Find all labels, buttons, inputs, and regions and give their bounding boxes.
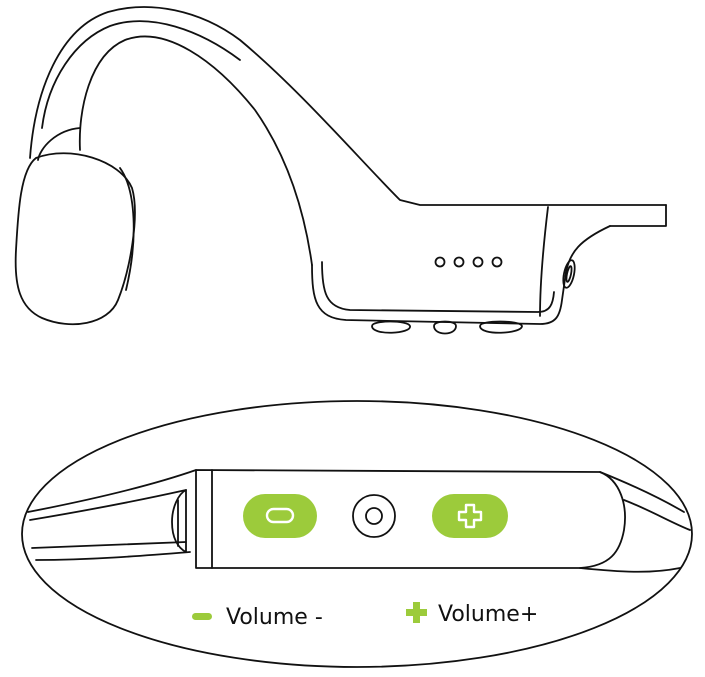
- detail-frame: [22, 401, 692, 667]
- module-seam: [540, 207, 548, 316]
- volume-down-button-small[interactable]: [372, 322, 410, 333]
- volume-down-button-body[interactable]: [243, 494, 317, 538]
- legend-volume-down-label: Volume -: [226, 605, 323, 630]
- indicator-dot: [474, 258, 483, 267]
- legend-volume-up-label: Volume+: [438, 602, 538, 627]
- center-button-outer[interactable]: [353, 495, 395, 537]
- legend-minus-icon: [192, 613, 212, 620]
- detail-band-right-inner: [624, 500, 690, 530]
- ring-icon: [366, 508, 382, 524]
- indicator-dot: [493, 258, 502, 267]
- ear-hook-inner: [80, 36, 312, 265]
- legend: Volume - Volume+: [192, 602, 538, 630]
- detail-band-bottom-left: [36, 552, 190, 560]
- center-button-small[interactable]: [434, 322, 456, 334]
- indicator-dots: [436, 258, 502, 267]
- center-button[interactable]: [353, 495, 395, 537]
- volume-up-button-body[interactable]: [432, 494, 508, 538]
- button-detail: [22, 401, 692, 667]
- detail-band-right-top: [600, 472, 684, 512]
- indicator-dot: [455, 258, 464, 267]
- volume-down-button[interactable]: [243, 494, 317, 538]
- volume-up-button[interactable]: [432, 494, 508, 538]
- band-tip: [610, 205, 666, 226]
- module-body-inner: [322, 262, 554, 312]
- detail-band-right-bottom: [580, 568, 680, 572]
- ear-pad: [16, 153, 135, 324]
- indicator-dot: [436, 258, 445, 267]
- headphone-illustration: [16, 7, 666, 333]
- legend-plus-icon: [406, 602, 427, 623]
- ear-hook-outer: [30, 7, 666, 205]
- detail-band-bottom-left-inner: [32, 542, 186, 548]
